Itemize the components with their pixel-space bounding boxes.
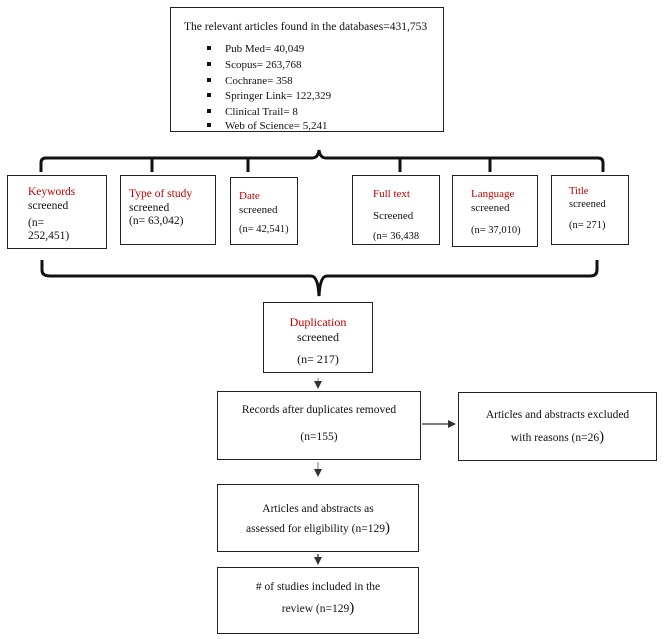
- bullet-icon: [207, 93, 211, 98]
- keywords-sub: screened: [28, 200, 69, 212]
- duplication-sub: screened: [297, 330, 339, 344]
- keywords-n1: (n=: [28, 217, 45, 229]
- database-item: Pub Med= 40,049: [207, 44, 304, 55]
- bullet-icon: [207, 62, 211, 67]
- bullet-icon: [207, 109, 211, 114]
- records-line2: (n=155): [300, 431, 338, 443]
- top-brace: [39, 149, 605, 172]
- keywords-box: Keywords screened (n= 252,451): [7, 175, 107, 249]
- keywords-n2: 252,451): [28, 230, 70, 242]
- bullet-icon: [207, 78, 211, 83]
- title-n: (n= 271): [569, 220, 606, 231]
- language-sub: screened: [471, 202, 510, 214]
- excluded-paren: ): [599, 429, 605, 445]
- database-item: Cochrane= 358: [207, 76, 293, 87]
- database-item: Springer Link= 122,329: [207, 91, 331, 102]
- records-line1: Records after duplicates removed: [241, 404, 397, 416]
- database-item: Web of Science= 5,241: [207, 121, 327, 132]
- full-text-sub: Screened: [373, 210, 414, 222]
- eligibility-box: Articles and abstracts as assessed for e…: [217, 484, 419, 552]
- bullet-icon: [207, 46, 211, 51]
- keywords-label: Keywords: [28, 186, 76, 198]
- language-n: (n= 37,010): [471, 225, 521, 236]
- databases-box: The relevant articles found in the datab…: [170, 7, 444, 132]
- type-of-study-sub: screened: [129, 202, 170, 214]
- included-box: # of studies included in the review (n=1…: [217, 567, 419, 634]
- duplication-n: (n= 217): [297, 352, 339, 366]
- records-box: Records after duplicates removed (n=155): [217, 391, 421, 460]
- title-sub: screened: [569, 199, 606, 210]
- included-line1: # of studies included in the: [255, 581, 381, 593]
- date-sub: screened: [239, 204, 278, 216]
- title-box: Title screened (n= 271): [551, 175, 629, 245]
- bullet-icon: [207, 123, 211, 128]
- full-text-label: Full text: [373, 188, 410, 200]
- excluded-box: Articles and abstracts excluded with rea…: [458, 392, 657, 461]
- full-text-box: Full text Screened (n= 36,438: [352, 175, 440, 245]
- language-label: Language: [471, 188, 515, 200]
- type-of-study-box: Type of study screened (n= 63,042): [120, 175, 216, 245]
- eligibility-paren: ): [385, 520, 391, 536]
- language-box: Language screened (n= 37,010): [452, 175, 538, 247]
- type-of-study-n: (n= 63,042): [129, 215, 184, 227]
- bottom-brace: [40, 260, 599, 297]
- database-item: Clinical Trail= 8: [207, 107, 298, 118]
- date-label: Date: [239, 190, 260, 202]
- date-box: Date screened (n= 42,541): [230, 177, 298, 245]
- eligibility-line2: assessed for eligibility (n=129: [245, 523, 386, 535]
- type-of-study-label: Type of study: [129, 188, 193, 200]
- duplication-label: Duplication: [289, 315, 347, 329]
- eligibility-line2-wrap: assessed for eligibility (n=129): [218, 521, 418, 536]
- database-item: Scopus= 263,768: [207, 60, 301, 71]
- excluded-line2: with reasons (n=26: [510, 432, 600, 444]
- excluded-line2-wrap: with reasons (n=26): [459, 430, 656, 445]
- included-line2: review (n=129: [281, 603, 350, 615]
- title-label: Title: [569, 186, 589, 197]
- excluded-line1: Articles and abstracts excluded: [485, 409, 630, 421]
- databases-title: The relevant articles found in the datab…: [184, 21, 428, 33]
- date-n: (n= 42,541): [239, 224, 289, 235]
- included-line2-wrap: review (n=129): [218, 601, 418, 616]
- full-text-n: (n= 36,438: [373, 231, 420, 242]
- duplication-box: Duplication screened (n= 217): [263, 302, 373, 373]
- eligibility-line1: Articles and abstracts as: [262, 503, 374, 515]
- included-paren: ): [349, 600, 355, 616]
